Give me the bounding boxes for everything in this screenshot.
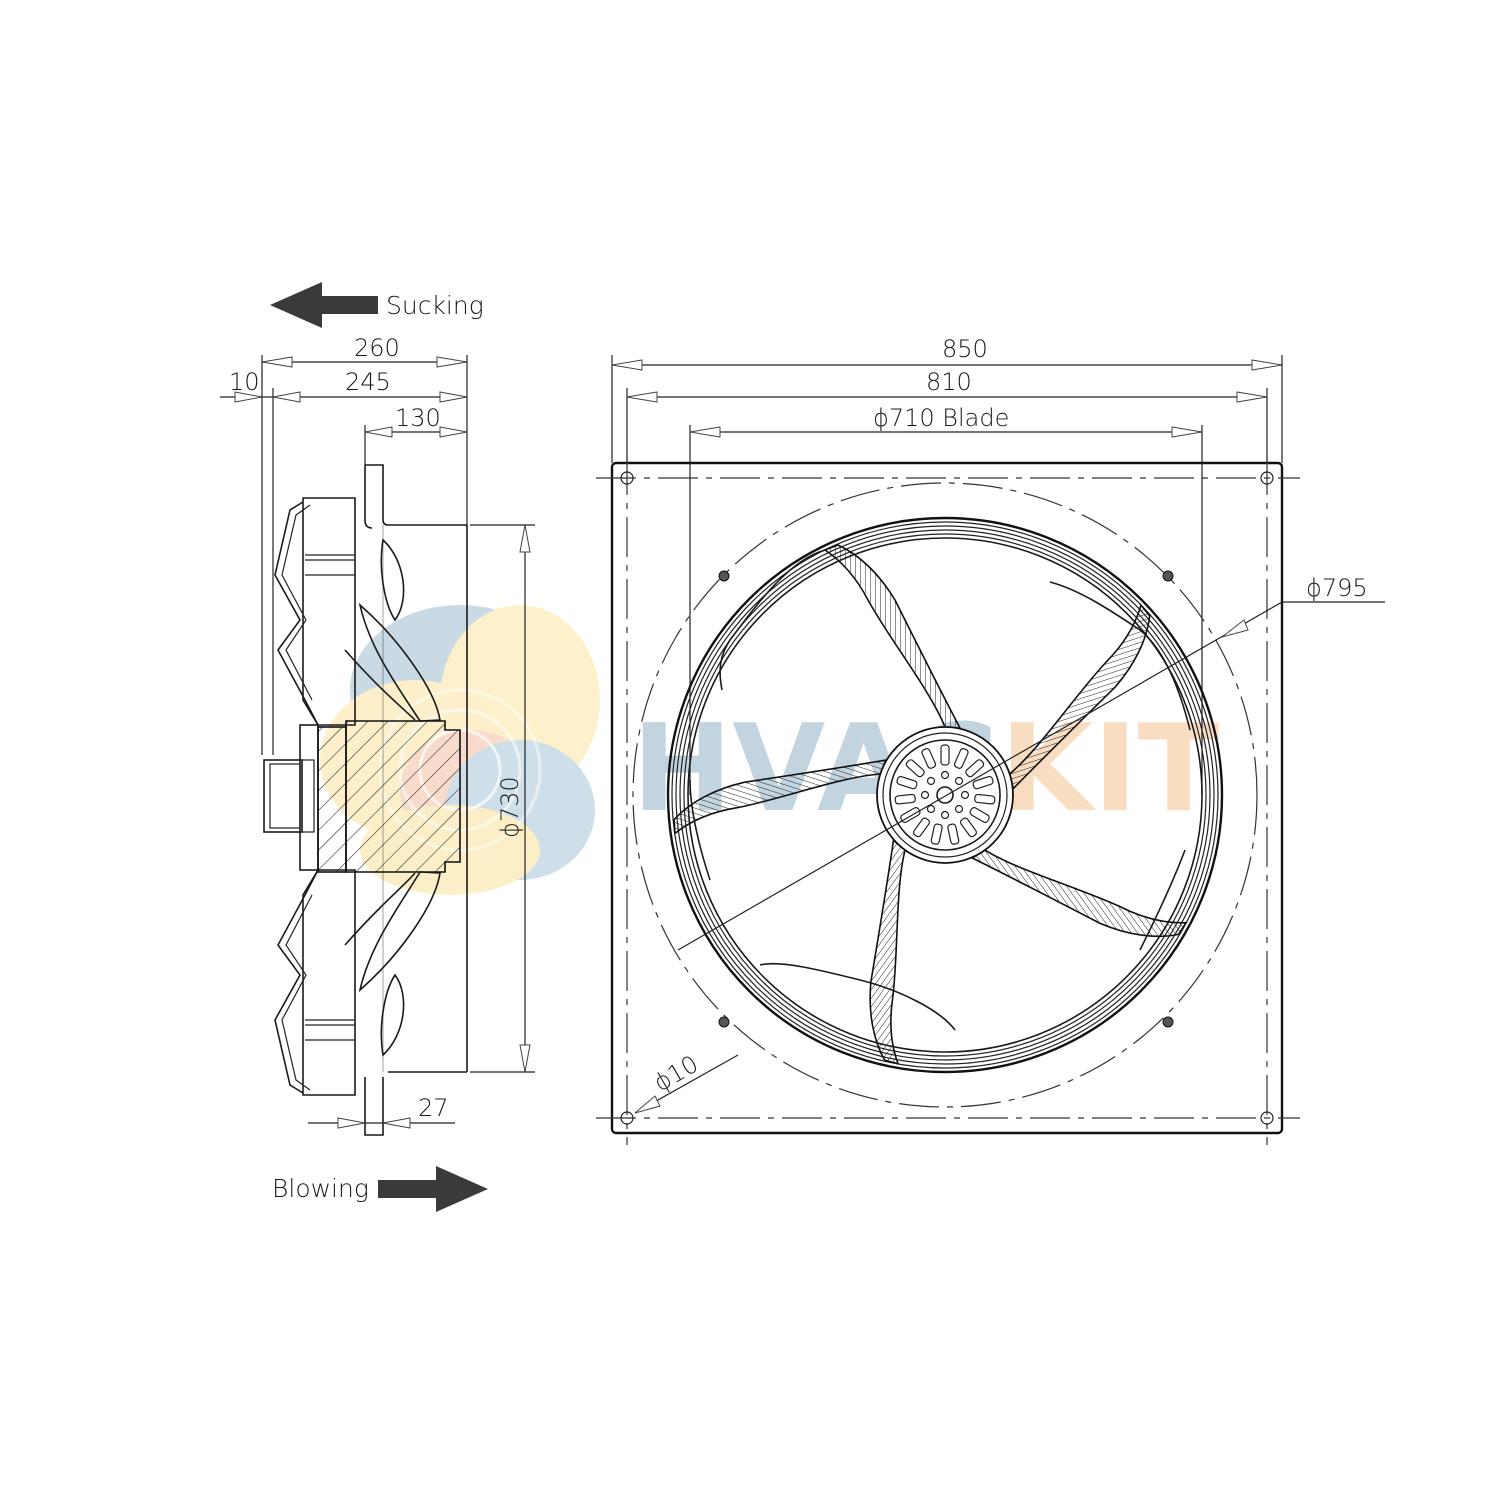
fan-blades xyxy=(669,544,1191,1069)
blowing-arrow-icon xyxy=(378,1166,488,1212)
bolt-circle xyxy=(632,482,1258,1108)
fan-nuts xyxy=(718,570,1174,1028)
blowing-label: Blowing xyxy=(272,1174,369,1203)
dim-blade-diameter: ϕ710 Blade xyxy=(873,404,1009,432)
dim-offset: 10 xyxy=(229,368,260,396)
dim-depth-to-flange: 245 xyxy=(345,368,391,396)
dim-hole-pitch: 810 xyxy=(926,368,972,396)
dim-flange-to-face: 130 xyxy=(395,404,441,432)
fan-hub xyxy=(876,726,1014,864)
mounting-holes xyxy=(620,471,1274,1125)
dim-flange-thickness: 27 xyxy=(418,1094,449,1122)
watermark-text-right: KIT xyxy=(1000,700,1220,839)
sucking-arrow-icon xyxy=(270,282,378,328)
dim-outer-width: 850 xyxy=(942,335,988,363)
blades-side xyxy=(344,538,441,1057)
motor-section xyxy=(317,720,461,873)
dim-diameter: ϕ730 xyxy=(496,776,524,838)
side-view: Sucking Blowing 260 245 10 130 xyxy=(220,282,535,1212)
sucking-label: Sucking xyxy=(386,291,484,320)
dim-overall-depth: 260 xyxy=(354,334,400,362)
fan-guard-ring xyxy=(666,516,1224,1074)
dim-bolt-circle: ϕ795 xyxy=(1306,574,1368,602)
terminal-box xyxy=(263,759,315,833)
base-plate xyxy=(610,461,1284,1135)
